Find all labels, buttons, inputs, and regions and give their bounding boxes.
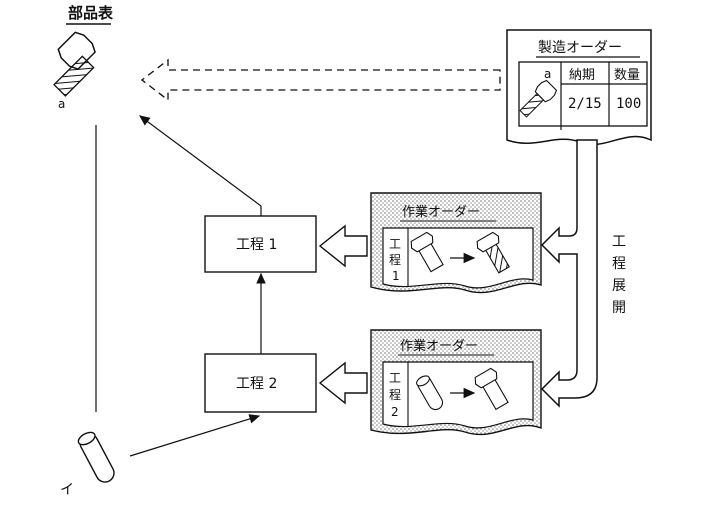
hollow-arrow-to-process-1 bbox=[318, 224, 368, 268]
work-order-card-1: 作業オーダー 工 程 1 bbox=[370, 192, 542, 294]
process-label-1: 工程 1 bbox=[236, 237, 277, 253]
work-order-side-2c: 2 bbox=[391, 405, 399, 419]
work-order-side-1c: 1 bbox=[392, 269, 400, 283]
bom-title: 部品表 bbox=[68, 4, 114, 22]
bolt-icon-bom bbox=[53, 31, 96, 97]
table-col-due: 納期 bbox=[569, 68, 595, 83]
rod-icon-bom bbox=[77, 431, 115, 483]
hex-blank-icon-2 bbox=[474, 367, 509, 411]
work-order-side-1b: 程 bbox=[389, 252, 401, 267]
table-col-qty: 数量 bbox=[614, 68, 640, 83]
table-cell-qty: 100 bbox=[616, 96, 641, 112]
flow-line-1-to-a bbox=[139, 115, 262, 216]
flow-line-i-to-2 bbox=[129, 414, 261, 457]
process-box-2: 工程 2 bbox=[204, 353, 317, 413]
manufacturing-order-card: 製造オーダー a 納期 数量 2/15 100 bbox=[506, 29, 652, 146]
process-expansion-char-4: 開 bbox=[612, 300, 626, 316]
manufacturing-order-title: 製造オーダー bbox=[538, 40, 622, 56]
process-box-1: 工程 1 bbox=[204, 215, 317, 273]
bolt-icon-wo-1 bbox=[476, 231, 510, 274]
process-expansion-pipe bbox=[540, 139, 598, 408]
table-col-part: a bbox=[544, 67, 551, 81]
rod-icon-wo-2 bbox=[416, 375, 444, 411]
dashed-reference-arrow bbox=[140, 58, 501, 102]
work-order-side-2b: 程 bbox=[389, 387, 401, 402]
table-cell-due: 2/15 bbox=[568, 96, 602, 112]
work-order-panel-2 bbox=[382, 361, 534, 429]
process-expansion-char-2: 程 bbox=[612, 256, 626, 272]
work-order-title-2: 作業オーダー bbox=[400, 338, 478, 354]
part-label-a: a bbox=[58, 97, 65, 111]
process-expansion-char-1: 工 bbox=[612, 234, 626, 250]
process-label-2: 工程 2 bbox=[236, 376, 277, 392]
work-order-side-2a: 工 bbox=[389, 371, 401, 385]
process-expansion-char-3: 展 bbox=[612, 278, 626, 294]
part-label-i: イ bbox=[60, 482, 74, 498]
hex-blank-icon-1 bbox=[410, 231, 444, 273]
work-order-card-2: 作業オーダー 工 程 2 bbox=[370, 329, 542, 436]
work-order-title-1: 作業オーダー bbox=[402, 204, 480, 220]
hollow-arrow-to-process-2 bbox=[318, 361, 368, 405]
work-order-side-1a: 工 bbox=[389, 237, 401, 251]
bolt-icon-order bbox=[519, 79, 558, 118]
